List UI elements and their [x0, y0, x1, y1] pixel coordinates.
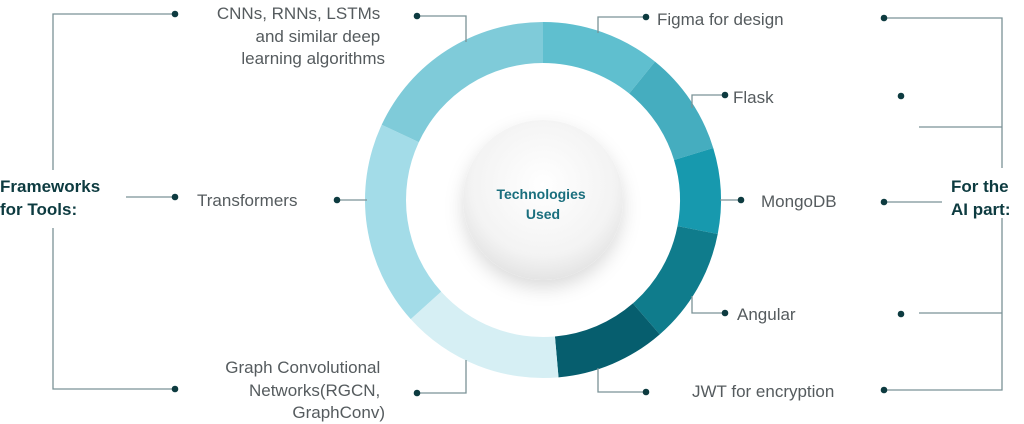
right-group-title: For the AI part:	[951, 177, 1013, 219]
ring-segment-7	[365, 124, 442, 320]
left-item-transformers: Transformers	[197, 191, 297, 210]
ring-segment-5	[554, 303, 660, 378]
right-connectors	[597, 13, 745, 396]
left-bracket	[52, 10, 179, 393]
right-bracket	[880, 14, 1003, 394]
donut-ring	[365, 21, 721, 379]
ring-segment-2	[629, 61, 714, 160]
right-item-angular: Angular	[737, 305, 796, 324]
left-connectors	[333, 12, 467, 397]
ring-segment-6	[410, 291, 559, 379]
ring-segment-1	[543, 22, 656, 94]
left-item-cnn: CNNs, RNNs, LSTMs and similar deep learn…	[217, 4, 385, 68]
ring-segment-4	[632, 226, 718, 335]
left-item-graph: Graph Convolutional Networks(RGCN, Graph…	[225, 358, 385, 422]
right-item-jwt: JWT for encryption	[692, 382, 834, 401]
ring-segment-3	[674, 147, 721, 234]
right-item-figma: Figma for design	[657, 10, 784, 29]
center-circle	[463, 120, 623, 280]
right-item-mongodb: MongoDB	[761, 192, 837, 211]
left-group-title: Frameworks for Tools:	[0, 177, 105, 219]
center-label: Technologies Used	[496, 186, 589, 222]
ring-segment-8	[381, 21, 543, 143]
right-item-flask: Flask	[733, 88, 774, 107]
